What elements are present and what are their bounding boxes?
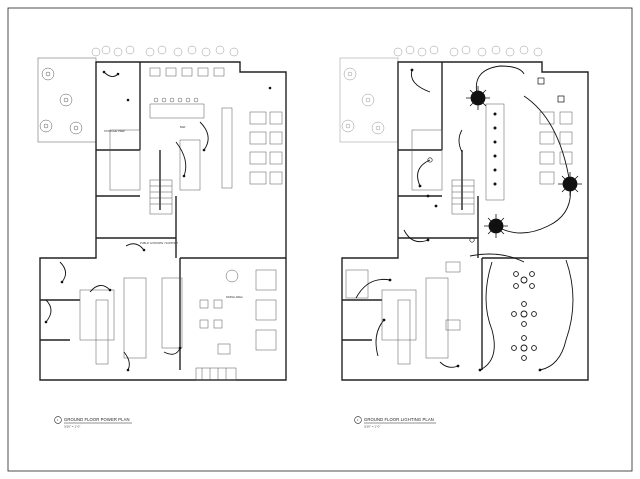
planters-top-lighting: [393, 45, 543, 57]
stairs-lighting: [451, 179, 475, 215]
bar-counter-lighting: [485, 103, 505, 201]
power-circuits: [45, 71, 209, 371]
chandeliers: [466, 86, 582, 238]
title-block-power: 1 GROUND FLOOR POWER PLAN 3/16" = 1'-0": [54, 416, 132, 429]
stairs-power: [149, 179, 237, 381]
lighting-plan-scale: 3/16" = 1'-0": [364, 425, 380, 429]
bar-counter-power: [149, 103, 205, 119]
plan-marker-power: [54, 416, 62, 424]
plan-marker-number-lighting: 2: [357, 418, 359, 422]
power-plan-title: GROUND FLOOR POWER PLAN: [64, 417, 130, 422]
fixtures-lighting: [382, 68, 565, 372]
plan-marker-lighting: [354, 416, 362, 424]
patio-tables-lighting: [339, 57, 399, 143]
planters-top-power: [91, 45, 239, 57]
power-plan: STORAGE/ PREP PUBLIC & PRIVATE / SUPPORT…: [37, 45, 287, 381]
outlets-power: [44, 70, 272, 372]
room-label-public-private: PUBLIC & PRIVATE / SUPPORT: [140, 241, 178, 245]
lighting-plan: [339, 45, 589, 381]
front-windows-power: [149, 67, 225, 77]
lighting-circuits: [355, 65, 574, 371]
inner-walls-lighting: [342, 62, 588, 370]
title-block-lighting: 2 GROUND FLOOR LIGHTING PLAN 3/16" = 1'-…: [354, 416, 436, 429]
lighting-plan-title: GROUND FLOOR LIGHTING PLAN: [364, 417, 434, 422]
booths-power: [221, 107, 283, 189]
bar-stools-power: [153, 97, 199, 103]
power-plan-scale: 3/16" = 1'-0": [64, 425, 80, 429]
room-label-bar: BAR: [180, 125, 185, 129]
plan-marker-number-power: 1: [57, 418, 59, 422]
inner-walls-power: [40, 62, 286, 370]
dining-tables-power: [161, 269, 277, 355]
outer-wall-lighting: [341, 61, 589, 381]
room-label-dining: DINING AREA: [226, 295, 243, 299]
pendant-clusters: [511, 271, 537, 361]
sheet-border: [7, 7, 633, 472]
kitchen-equipment-power: [79, 129, 201, 365]
room-label-storage: STORAGE/ PREP: [104, 129, 125, 133]
patio-tables-power: [37, 57, 97, 143]
booths-lighting: [539, 111, 573, 185]
kitchen-equipment-lighting: [345, 129, 461, 365]
outer-wall-power: [39, 61, 287, 381]
